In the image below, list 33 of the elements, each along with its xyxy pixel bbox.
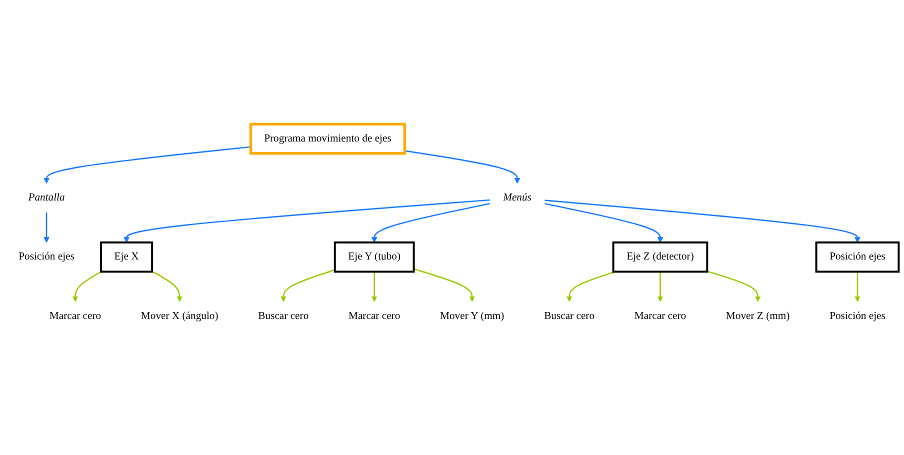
arrow: [371, 272, 378, 302]
node-text: Menús: [503, 192, 532, 204]
arrow: [124, 199, 490, 243]
arrow: [44, 146, 251, 184]
node-text: Marcar cero: [49, 310, 102, 322]
arrow: [72, 271, 102, 302]
arrow: [854, 272, 860, 302]
arrow: [152, 270, 183, 302]
arrow: [706, 270, 761, 302]
node-text: Posición ejes: [18, 251, 74, 262]
node-text: Pantalla: [28, 192, 65, 204]
arrow: [44, 212, 50, 243]
node-box: Eje Z (detector): [612, 241, 708, 273]
node-text: Buscar cero: [258, 310, 309, 322]
node-text: Mover X (ángulo): [140, 310, 218, 322]
arrow: [544, 202, 664, 243]
node-text: Posición ejes: [830, 310, 886, 322]
node-text: Mover Y (mm): [440, 310, 504, 322]
node-text: Buscar cero: [544, 310, 595, 322]
arrow: [280, 269, 336, 302]
arrow: [404, 150, 520, 184]
arrow: [371, 202, 490, 243]
node-box: Eje Y (tubo): [334, 241, 415, 273]
node-box: Posición ejes: [815, 241, 900, 273]
node-text: Marcar cero: [348, 310, 400, 322]
arrow: [414, 268, 476, 302]
arrow: [566, 271, 616, 302]
node-box: Eje X: [100, 241, 154, 273]
arrow: [544, 200, 860, 243]
node-box: Programa movimiento de ejes: [249, 122, 406, 155]
node-text: Mover Z (mm): [726, 310, 790, 322]
arrow: [657, 272, 664, 302]
node-text: Marcar cero: [634, 310, 686, 322]
